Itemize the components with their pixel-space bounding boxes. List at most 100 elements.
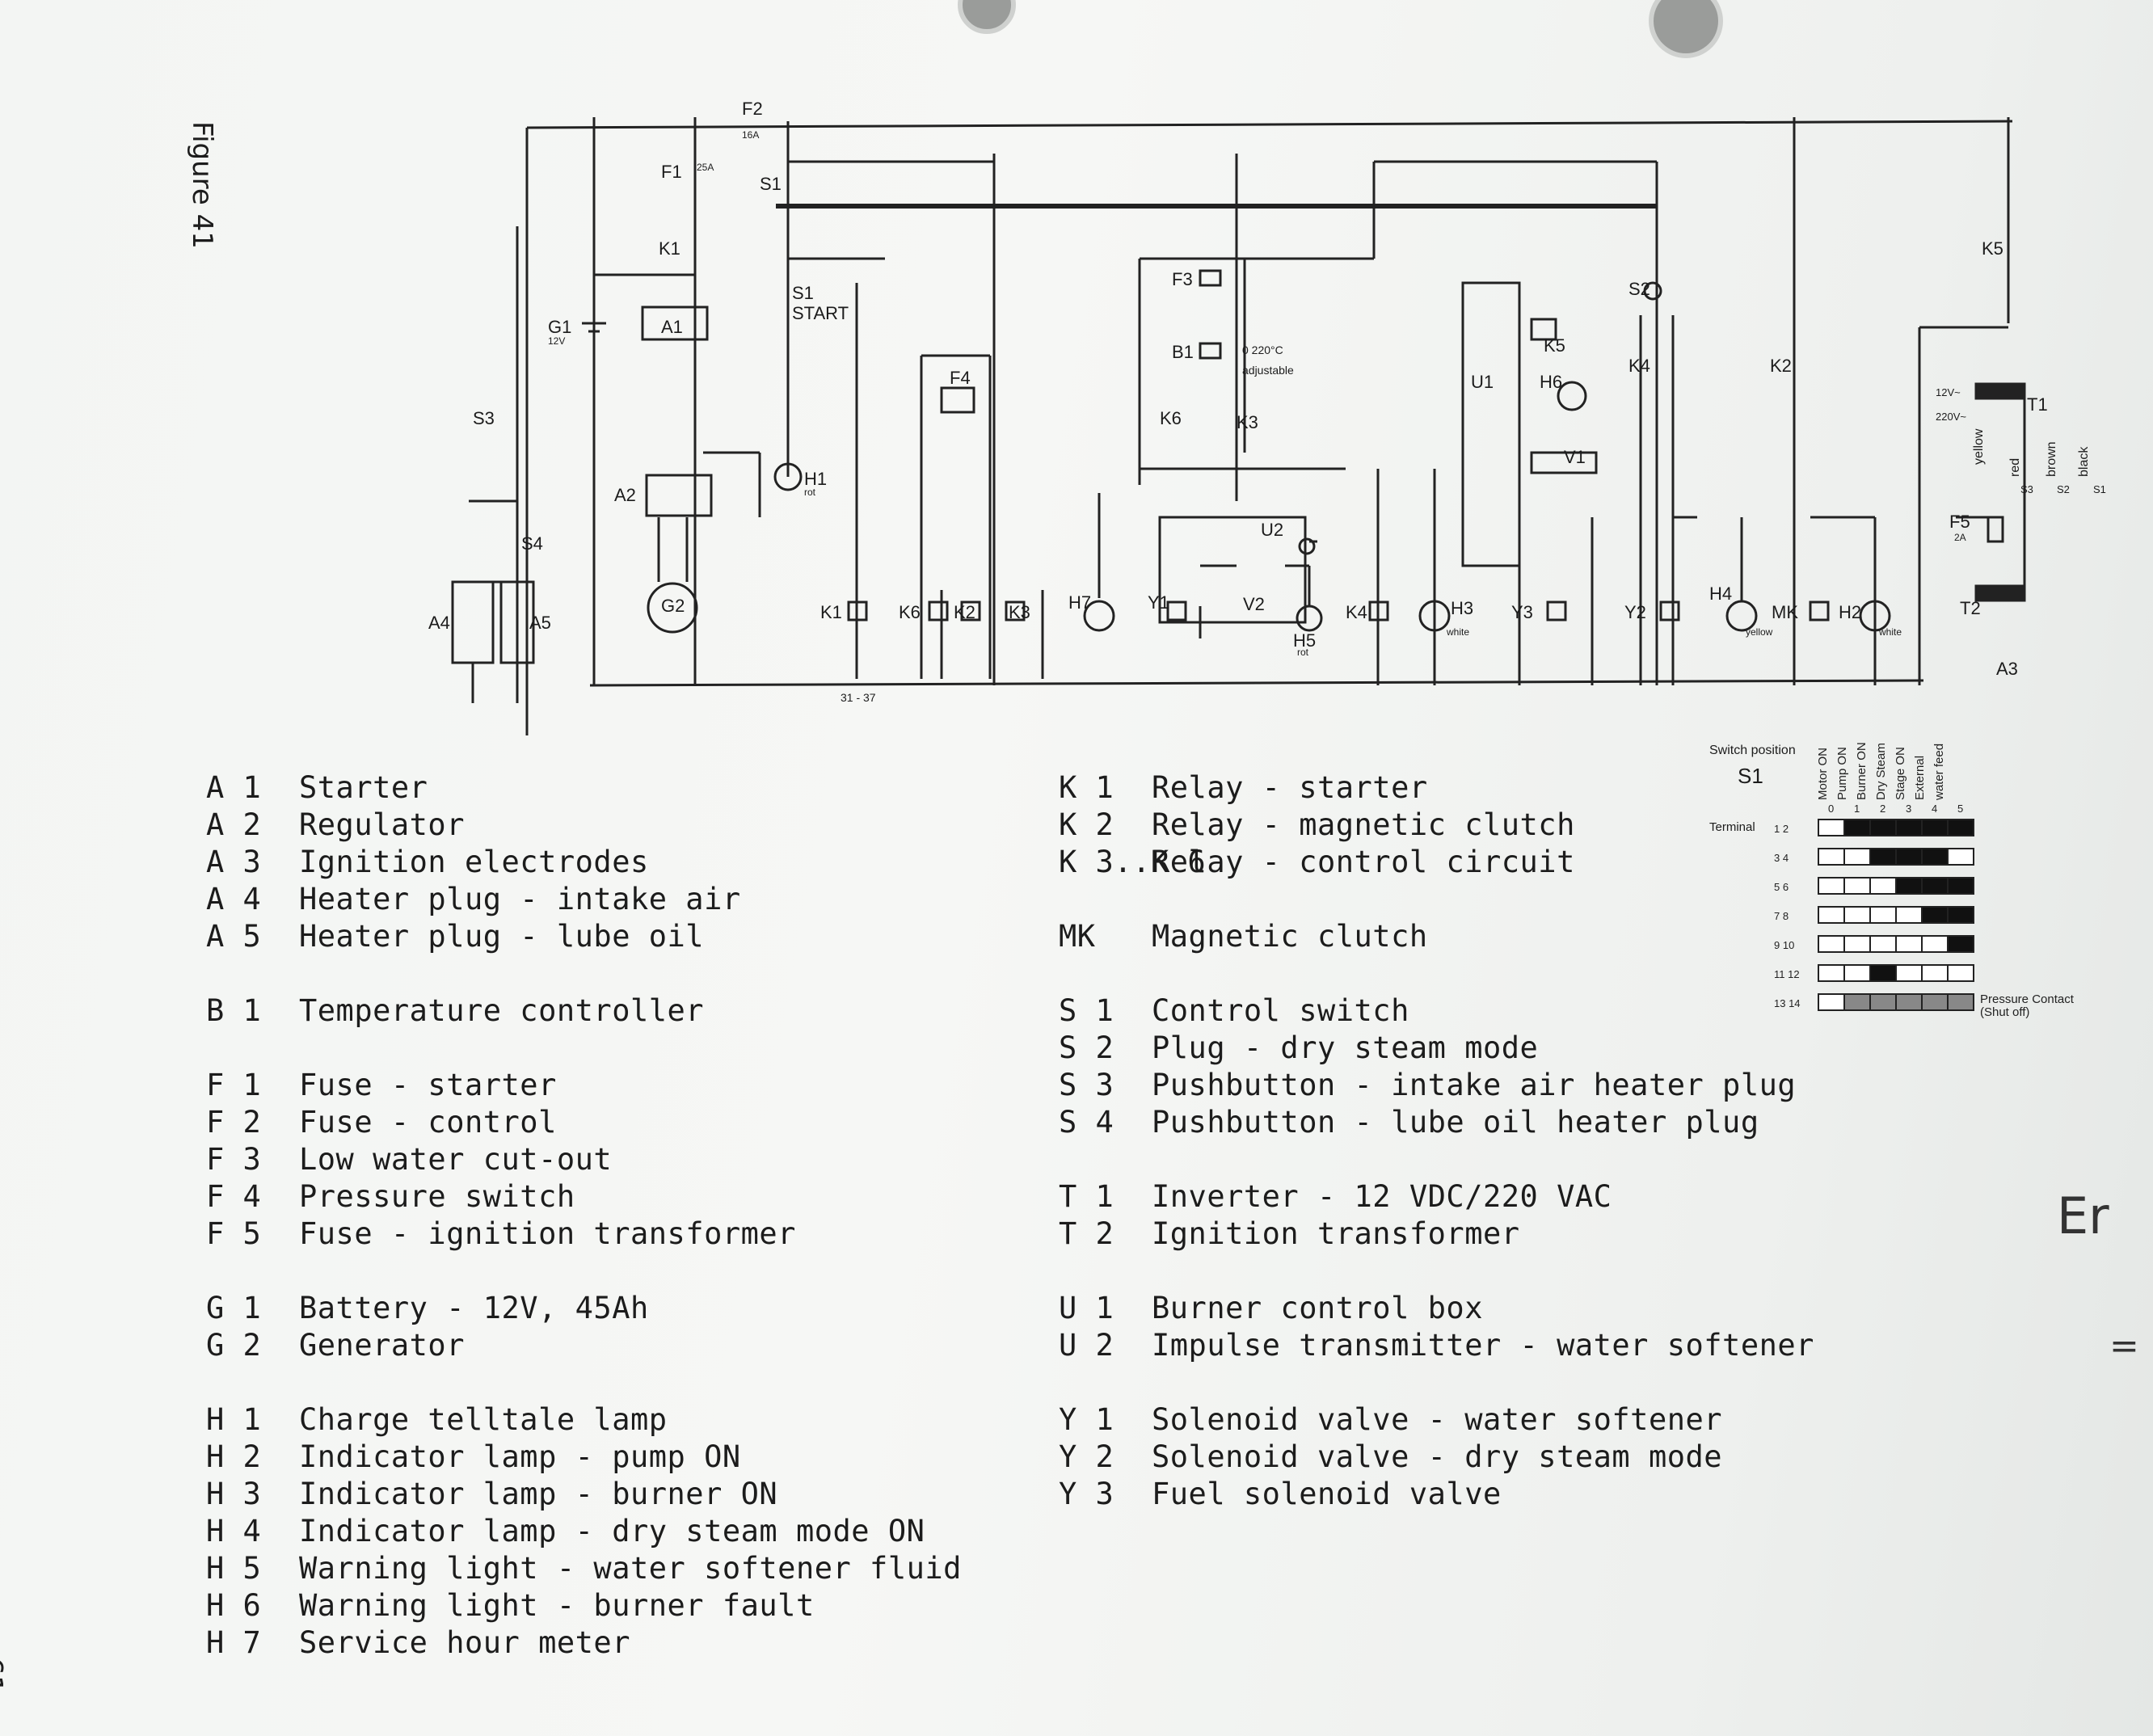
legend-gap — [1059, 881, 1814, 918]
label-K1-coil: K1 — [820, 602, 842, 622]
label-H2-color: white — [1879, 626, 1902, 638]
legend-code: T 1 — [1059, 1179, 1114, 1214]
switch-position-label: 3 — [1906, 803, 1911, 815]
label-B1-note: 0 220°C — [1242, 343, 1283, 356]
legend-code: B 1 — [206, 993, 262, 1028]
label-F5-rating: 2A — [1954, 532, 1966, 543]
legend-desc: Low water cut-out — [299, 1142, 613, 1177]
legend-code: S 3 — [1059, 1068, 1114, 1102]
switch-cell — [1895, 993, 1923, 1011]
switch-cell — [1947, 906, 1974, 924]
switch-cell — [1843, 935, 1871, 953]
legend-row: F 5 Fuse - ignition transformer — [206, 1216, 962, 1253]
switch-terminal-label: 9 10 — [1774, 939, 1794, 951]
legend-code: F 3 — [206, 1142, 262, 1177]
label-V2: V2 — [1243, 594, 1265, 614]
label-K6b: K6 — [1160, 408, 1182, 428]
switch-column-header: Pump ON — [1835, 747, 1849, 800]
label-F3: F3 — [1172, 269, 1193, 289]
switch-position-label: 5 — [1957, 803, 1963, 815]
switch-cell — [1921, 877, 1949, 895]
switch-column-header: Burner ON — [1855, 742, 1869, 800]
switch-position-label: 1 — [1854, 803, 1860, 815]
label-Y2: Y2 — [1624, 602, 1646, 622]
pressure-contact-note: (Shut off) — [1980, 1005, 2029, 1019]
switch-cell — [1921, 819, 1949, 836]
handwritten-note: Er — [2057, 1186, 2109, 1245]
label-wire-red: red — [2008, 457, 2022, 477]
label-S2w: S2 — [2057, 483, 2070, 495]
legend-desc: Relay - control circuit — [1152, 845, 1575, 879]
switch-cell — [1921, 848, 1949, 866]
switch-cell — [1843, 906, 1871, 924]
switch-cell — [1895, 935, 1923, 953]
label-T1-12: 12V~ — [1936, 386, 1961, 398]
legend-desc: Burner control box — [1152, 1291, 1483, 1325]
legend-desc: Ignition transformer — [1152, 1216, 1520, 1251]
switch-cell — [1921, 906, 1949, 924]
legend-desc: Impulse transmitter - water softener — [1152, 1328, 1814, 1363]
legend-desc: Plug - dry steam mode — [1152, 1030, 1539, 1065]
label-S1: S1 — [760, 174, 782, 194]
legend-code: H 7 — [206, 1625, 262, 1660]
label-K1: K1 — [659, 238, 680, 259]
switch-cell — [1895, 906, 1923, 924]
label-K5b: K5 — [1982, 238, 2003, 259]
switch-table-title: Switch position — [1709, 744, 1796, 757]
switch-cell — [1869, 906, 1897, 924]
legend-gap — [1059, 955, 1814, 992]
switch-table-terminal-label: Terminal — [1709, 820, 1755, 834]
legend-desc: Ignition electrodes — [299, 845, 649, 879]
label-S3w: S3 — [2020, 483, 2033, 495]
label-S2: S2 — [1628, 279, 1650, 299]
label-ground: 31 - 37 — [841, 691, 876, 704]
legend-desc: Solenoid valve - dry steam mode — [1152, 1439, 1723, 1474]
legend-desc: Generator — [299, 1328, 465, 1363]
switch-position-label: 0 — [1828, 803, 1834, 815]
label-F1: F1 — [661, 162, 682, 182]
label-T2: T2 — [1960, 598, 1981, 618]
switch-cell — [1818, 877, 1845, 895]
legend-code: F 5 — [206, 1216, 262, 1251]
legend-code: H 2 — [206, 1439, 262, 1474]
switch-cell — [1921, 993, 1949, 1011]
switch-terminal-label: 11 12 — [1774, 968, 1800, 980]
legend-code: U 2 — [1059, 1328, 1114, 1363]
legend-desc: Pressure switch — [299, 1179, 575, 1214]
label-T1-220: 220V~ — [1936, 411, 1966, 423]
switch-cell — [1869, 964, 1897, 982]
legend-code: S 1 — [1059, 993, 1114, 1028]
switch-terminal-label: 1 2 — [1774, 823, 1789, 835]
label-H7: H7 — [1068, 592, 1092, 613]
legend-code: Y 1 — [1059, 1402, 1114, 1437]
legend-desc: Fuse - ignition transformer — [299, 1216, 796, 1251]
legend-desc: Fuel solenoid valve — [1152, 1477, 1502, 1511]
legend-code: H 5 — [206, 1551, 262, 1586]
label-start: START — [792, 303, 849, 323]
legend-row: F 3 Low water cut-out — [206, 1141, 962, 1178]
label-H5-color: rot — [1297, 647, 1309, 658]
switch-cell — [1869, 877, 1897, 895]
label-B1: B1 — [1172, 342, 1194, 362]
label-H2: H2 — [1839, 602, 1862, 622]
legend-code: A 2 — [206, 807, 262, 842]
legend-code: S 4 — [1059, 1105, 1114, 1140]
switch-terminal-label: 5 6 — [1774, 881, 1789, 893]
label-K2-relay: K2 — [954, 602, 975, 622]
label-A4: A4 — [428, 613, 450, 633]
